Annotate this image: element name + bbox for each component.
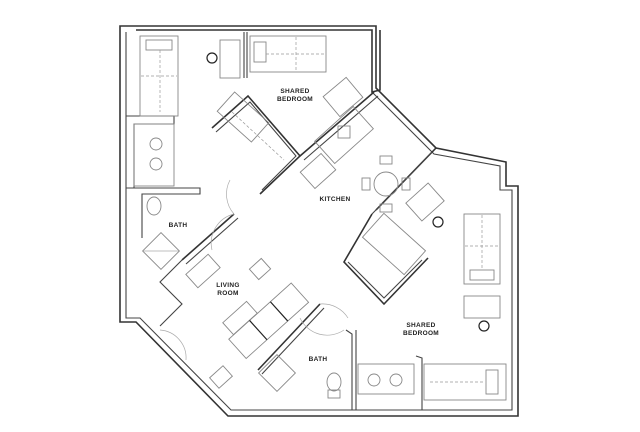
pillow-right (469, 269, 495, 281)
chair-top-icon (206, 52, 218, 64)
room-label-bath-1: BATH (168, 222, 188, 229)
room-label-shared-bedroom-1: SHARED BEDROOM (276, 88, 314, 103)
door-swing (319, 303, 349, 319)
pillow-left (145, 39, 173, 51)
sink-icon (149, 137, 163, 151)
sink-icon (149, 157, 163, 171)
bed-left (139, 35, 179, 117)
wardrobe-2 (361, 212, 427, 276)
kitchen-sink-icon (337, 125, 351, 139)
pillow-bottom (485, 369, 499, 395)
sofa (228, 282, 310, 360)
stove (299, 152, 337, 190)
chair-icon (361, 177, 371, 191)
bed-bottom (423, 363, 507, 401)
sink-icon (389, 373, 403, 387)
desk-bed2-top (405, 182, 445, 222)
bath-2-fixtures (257, 303, 349, 399)
bedroom-2-furniture (357, 182, 507, 401)
desk-top (219, 39, 241, 79)
room-label-shared-bedroom-2: SHARED BEDROOM (402, 322, 440, 337)
room-label-bath-2: BATH (308, 356, 328, 363)
living-room-furniture (159, 253, 310, 389)
shower (257, 353, 297, 393)
sink-icon (367, 373, 381, 387)
chair-icon (478, 320, 490, 332)
door-swing (159, 329, 187, 361)
room-label-kitchen: KITCHEN (319, 196, 351, 203)
door-swing (210, 213, 235, 251)
shower (141, 231, 181, 271)
chair-icon (432, 216, 444, 228)
bed-top (249, 35, 327, 73)
door-swing (299, 317, 345, 336)
room-label-living-room: LIVING ROOM (216, 282, 240, 297)
bed-right (463, 213, 501, 285)
chair-icon (401, 177, 411, 191)
chair-icon (379, 155, 393, 165)
desk-right (463, 295, 501, 319)
side-table (208, 365, 234, 389)
toilet-icon (146, 196, 162, 216)
pillow-top (253, 41, 267, 63)
bath-1-fixtures (141, 179, 235, 271)
chair-icon (379, 203, 393, 213)
toilet-icon (326, 372, 342, 392)
kitchen-counter (314, 105, 374, 165)
dining-table (373, 171, 399, 197)
vanity-bottom (357, 363, 415, 395)
tv-stand (185, 253, 221, 289)
desk-bed1-right (322, 76, 364, 118)
bedroom-1-furniture (139, 35, 364, 161)
door-swing (226, 179, 235, 215)
vanity-left (133, 123, 175, 187)
wardrobe-1 (216, 91, 270, 143)
kitchen-fixtures (299, 105, 411, 213)
end-table (248, 257, 272, 281)
outer-walls (119, 25, 519, 417)
